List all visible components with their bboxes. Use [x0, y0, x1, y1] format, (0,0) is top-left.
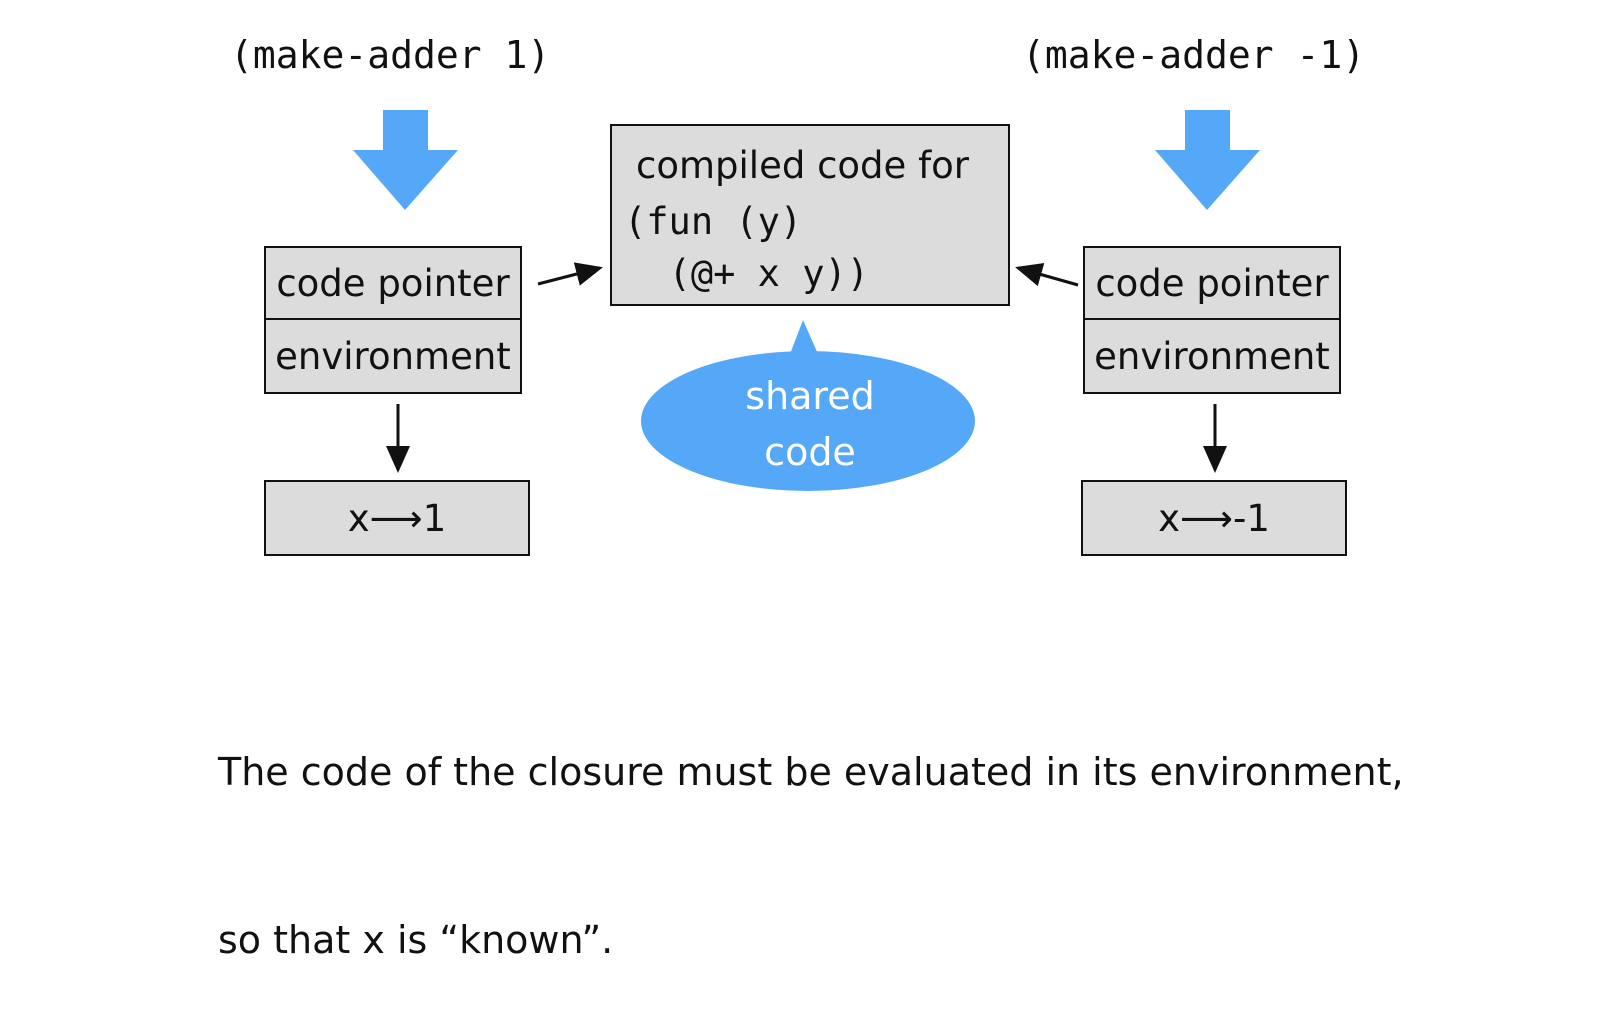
right-environment-cell: environment [1094, 334, 1330, 378]
right-down-arrow-icon [1155, 110, 1260, 210]
right-environment-box: x⟶-1 [1081, 480, 1347, 556]
left-closure-record: code pointer environment [264, 246, 522, 394]
left-call-label: (make-adder 1) [230, 33, 551, 77]
caption-line-2: so that x is “known”. [218, 918, 614, 962]
bubble-line-2: code [764, 430, 856, 474]
bubble-tail [790, 320, 818, 354]
right-call-label: (make-adder -1) [1022, 33, 1366, 77]
left-environment-cell: environment [275, 334, 511, 378]
left-code-pointer-arrow [537, 262, 603, 286]
caption-line-1: The code of the closure must be evaluate… [218, 750, 1404, 794]
shared-code-label: shared code [700, 368, 920, 480]
right-code-pointer-arrow [1015, 262, 1079, 287]
bubble-line-1: shared [745, 374, 875, 418]
right-code-pointer-cell: code pointer [1085, 248, 1339, 320]
left-environment-box: x⟶1 [264, 480, 530, 556]
shared-code-bubble [641, 351, 975, 491]
left-code-pointer-cell: code pointer [266, 248, 520, 320]
left-down-arrow-icon [353, 110, 458, 210]
right-closure-record: code pointer environment [1083, 246, 1341, 394]
caption: The code of the closure must be evaluate… [218, 632, 1404, 1024]
compiled-code-box: compiled code for (fun (y) (@+ x y)) [610, 124, 1010, 306]
code-line-fun: (fun (y) [624, 200, 803, 243]
code-line-body: (@+ x y)) [624, 252, 870, 295]
compiled-code-heading: compiled code for [636, 144, 969, 187]
diagram-graphics [353, 110, 1260, 491]
